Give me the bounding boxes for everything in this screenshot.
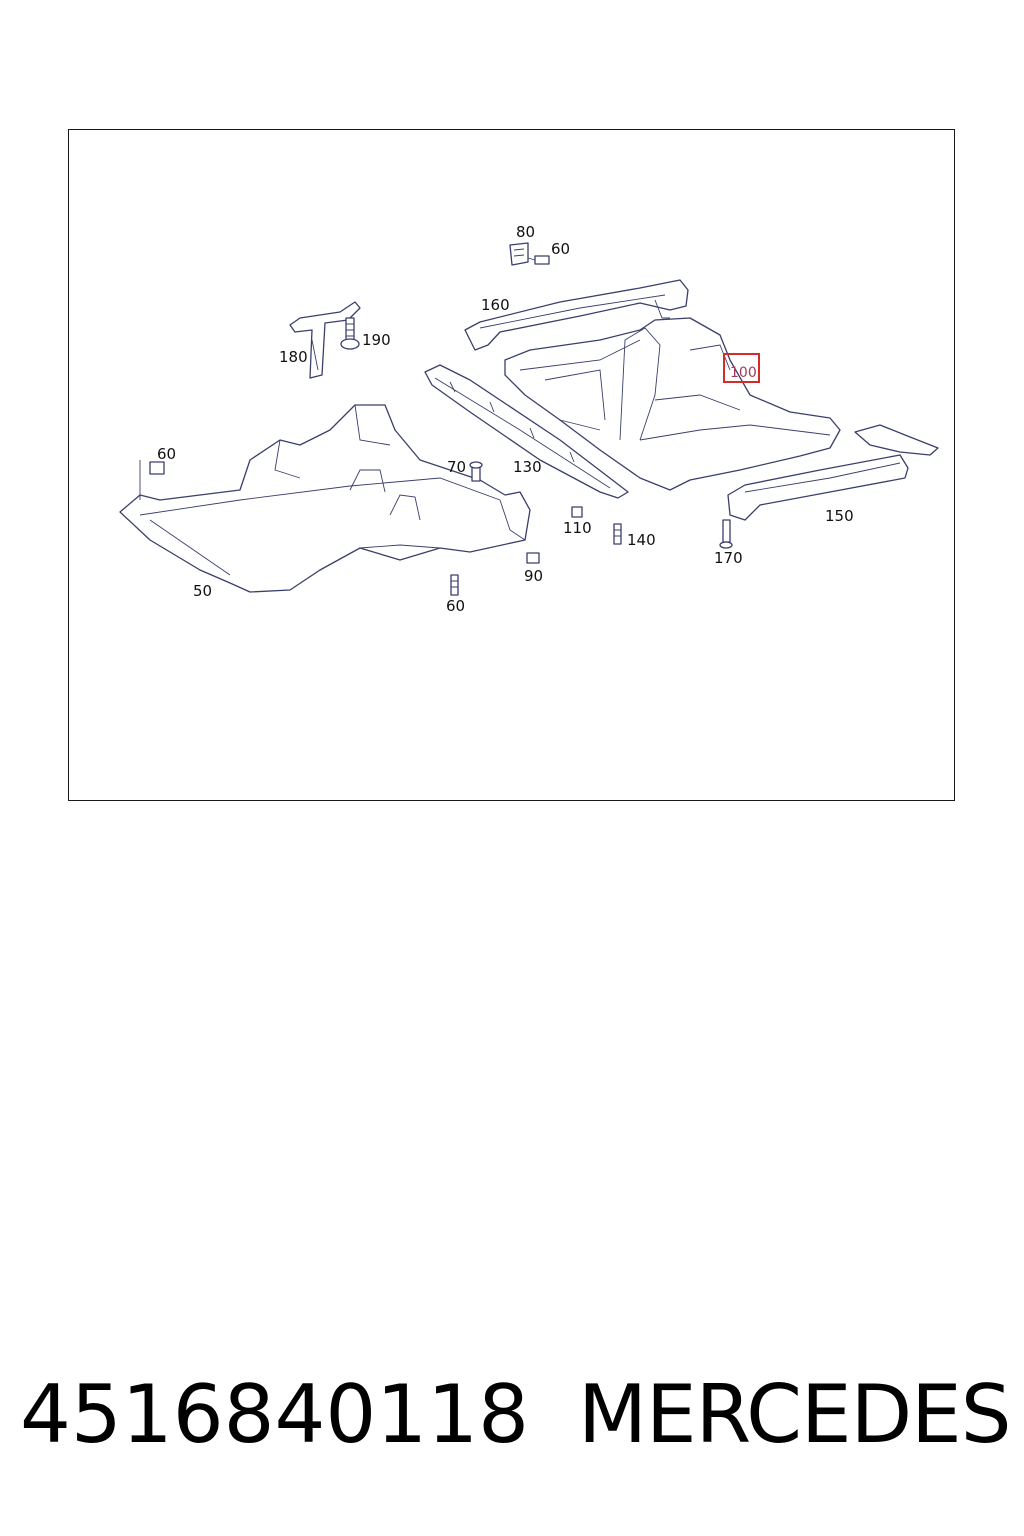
callout-140[interactable]: 140 xyxy=(627,531,656,549)
callout-170[interactable]: 170 xyxy=(714,549,743,567)
callout-130[interactable]: 130 xyxy=(513,458,542,476)
part-180-bracket[interactable] xyxy=(289,301,361,379)
footer: 4516840118 MERCEDES xyxy=(0,1365,1024,1475)
part-number: 4516840118 xyxy=(20,1368,529,1461)
highlight-box-100 xyxy=(723,353,760,383)
brand-name: MERCEDES xyxy=(578,1368,1012,1461)
fastener-80-clip[interactable] xyxy=(509,242,529,266)
diagram-frame xyxy=(68,129,955,801)
fastener-60-bottom-screw[interactable] xyxy=(450,574,459,596)
fastener-60-top-screw[interactable] xyxy=(527,255,550,265)
fastener-190-bolt[interactable] xyxy=(340,317,360,350)
part-130-side-rail[interactable] xyxy=(424,364,629,499)
callout-190[interactable]: 190 xyxy=(362,331,391,349)
callout-80[interactable]: 80 xyxy=(516,223,535,241)
callout-160[interactable]: 160 xyxy=(481,296,510,314)
fastener-140-bolt[interactable] xyxy=(613,523,622,545)
fastener-60-left-screw[interactable] xyxy=(139,460,165,500)
part-50-front-panel[interactable] xyxy=(119,404,531,593)
part-150-rear-strip[interactable] xyxy=(727,424,939,521)
callout-90[interactable]: 90 xyxy=(524,567,543,585)
callout-70[interactable]: 70 xyxy=(447,458,466,476)
part-160-upper-strip[interactable] xyxy=(464,279,689,351)
fastener-170-bolt[interactable] xyxy=(719,519,733,549)
fastener-110-nut[interactable] xyxy=(571,506,583,518)
callout-60-bottom[interactable]: 60 xyxy=(446,597,465,615)
callout-100[interactable]: 100 xyxy=(730,365,757,381)
callout-60-left[interactable]: 60 xyxy=(157,445,176,463)
part-100-main-panel[interactable] xyxy=(504,317,841,491)
callout-180[interactable]: 180 xyxy=(279,348,308,366)
callout-110[interactable]: 110 xyxy=(563,519,592,537)
callout-50[interactable]: 50 xyxy=(193,582,212,600)
fastener-70-pin[interactable] xyxy=(469,461,483,482)
callout-150[interactable]: 150 xyxy=(825,507,854,525)
fastener-90-nut[interactable] xyxy=(526,552,540,564)
callout-60-top[interactable]: 60 xyxy=(551,240,570,258)
